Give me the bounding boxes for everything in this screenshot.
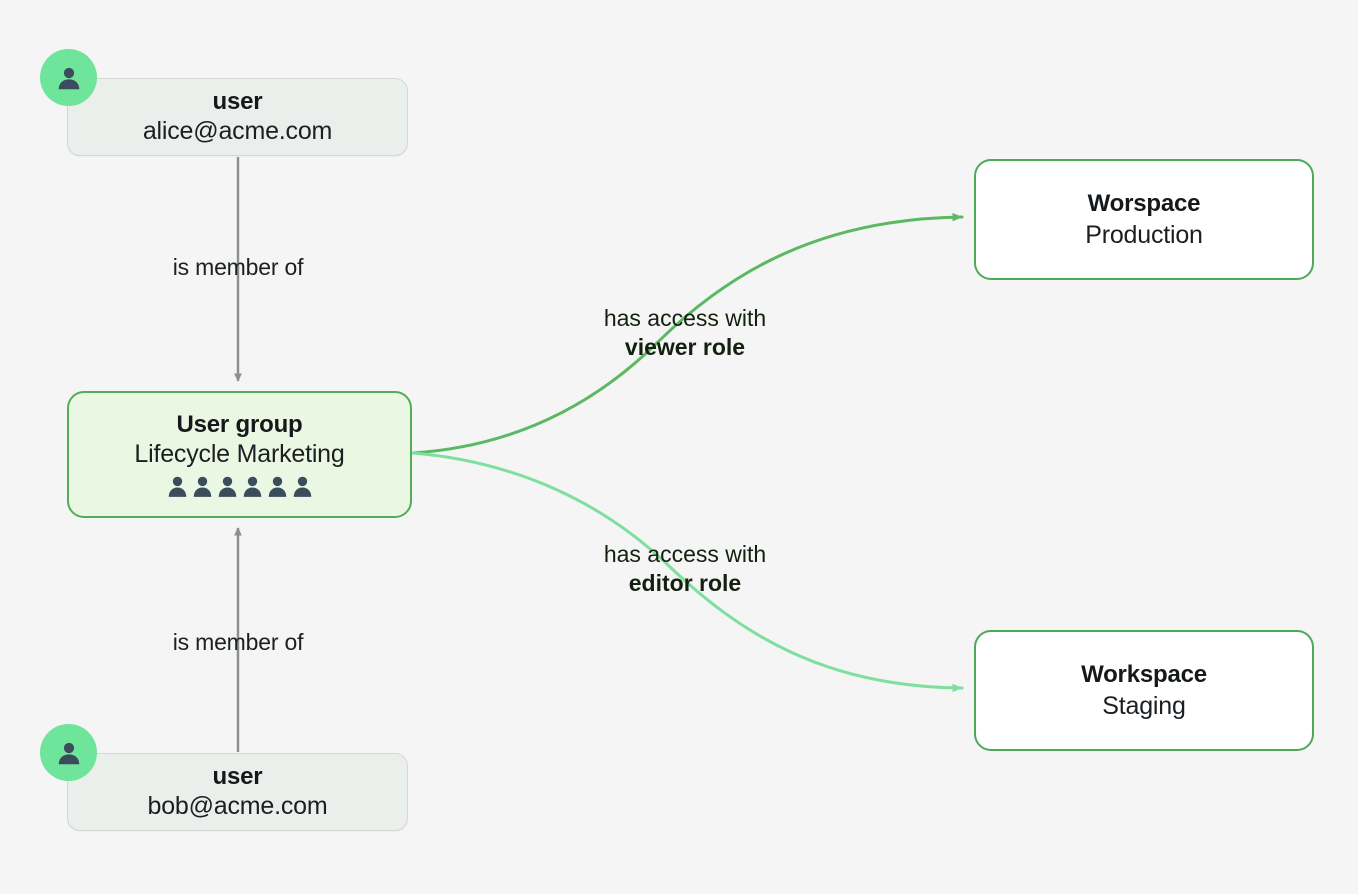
node-user-group[interactable]: User group Lifecycle Marketing [67, 391, 412, 518]
editor-access-line1: has access with [603, 541, 767, 567]
node-user-bob[interactable]: user bob@acme.com [67, 753, 408, 831]
user-group-type-label: User group [176, 410, 303, 438]
node-workspace-staging[interactable]: Workspace Staging [974, 630, 1314, 751]
person-icon [243, 476, 261, 497]
person-icon [193, 476, 211, 497]
person-icon [218, 476, 236, 497]
person-icon [168, 476, 186, 497]
viewer-access-role: viewer role [624, 334, 746, 360]
edge-label-editor-access: has access with editor role [545, 540, 825, 598]
user-avatar-icon [40, 724, 97, 781]
person-icon [293, 476, 311, 497]
node-user-alice[interactable]: user alice@acme.com [67, 78, 408, 156]
user-bob-type-label: user [212, 762, 263, 790]
user-avatar-icon [40, 49, 97, 106]
user-alice-type-label: user [212, 87, 263, 115]
user-alice-email: alice@acme.com [142, 116, 333, 145]
person-icon [268, 476, 286, 497]
edge-label-alice-member-of: is member of [172, 254, 304, 280]
edge-label-bob-member-of: is member of [172, 629, 304, 655]
workspace-production-type-label: Worspace [1087, 189, 1201, 217]
user-group-name: Lifecycle Marketing [134, 439, 345, 468]
workspace-production-name: Production [1085, 220, 1203, 249]
user-bob-email: bob@acme.com [147, 791, 328, 820]
node-workspace-production[interactable]: Worspace Production [974, 159, 1314, 280]
workspace-staging-type-label: Workspace [1081, 660, 1207, 688]
user-group-member-icons [165, 474, 315, 500]
editor-access-role: editor role [628, 570, 742, 596]
workspace-staging-name: Staging [1102, 691, 1186, 720]
viewer-access-line1: has access with [603, 305, 767, 331]
edge-group-has-access-staging [411, 451, 964, 693]
edge-group-has-access-production [411, 212, 964, 455]
edge-label-viewer-access: has access with viewer role [545, 304, 825, 362]
